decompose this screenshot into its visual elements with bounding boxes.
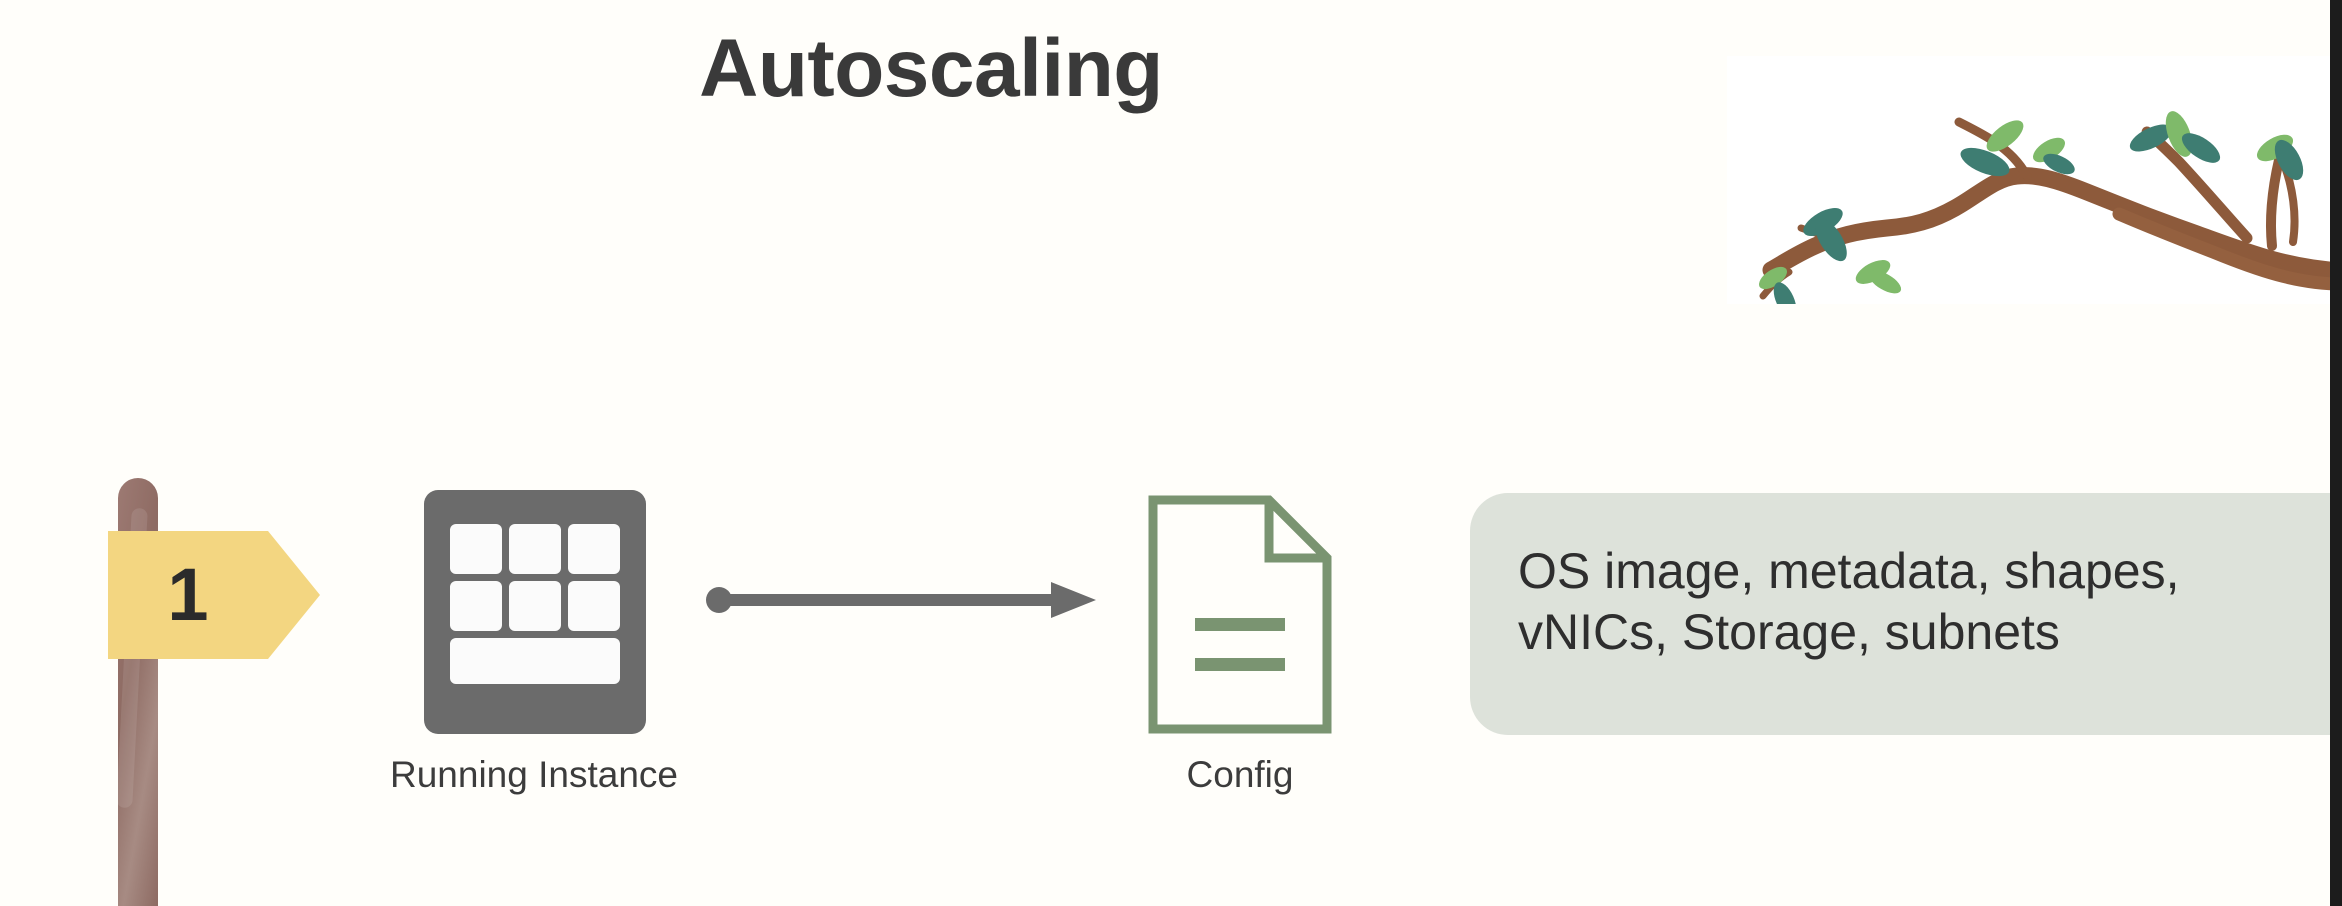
grid-bottom-bar [450,638,620,684]
grid-cell [568,581,620,631]
flag-shape [108,531,320,659]
page-title: Autoscaling [0,28,2342,110]
grid-cell [450,524,502,574]
grid-cell [509,581,561,631]
document-config-icon [1148,495,1332,734]
connector-arrow [706,576,1096,624]
callout-box: OS image, metadata, shapes, vNICs, Stora… [1470,493,2342,735]
grid-instance-icon [424,490,646,734]
grid-cell [509,524,561,574]
step-number-flag: 1 [108,531,320,659]
node-config: Config [1145,492,1335,795]
node-running-instance: Running Instance [390,490,678,795]
grid-cell [568,524,620,574]
grid-cell [450,581,502,631]
page-title-text: Autoscaling [699,23,1163,114]
branch-decoration-panel [1727,56,2342,304]
tree-branch-icon [1759,111,2342,304]
arrow-right-icon [706,582,1096,618]
callout-text: OS image, metadata, shapes, vNICs, Stora… [1518,543,2180,660]
step-number: 1 [167,553,209,636]
node-label-running-instance: Running Instance [390,754,678,795]
node-label-config: Config [1186,754,1294,795]
right-edge-strip [2330,0,2342,906]
